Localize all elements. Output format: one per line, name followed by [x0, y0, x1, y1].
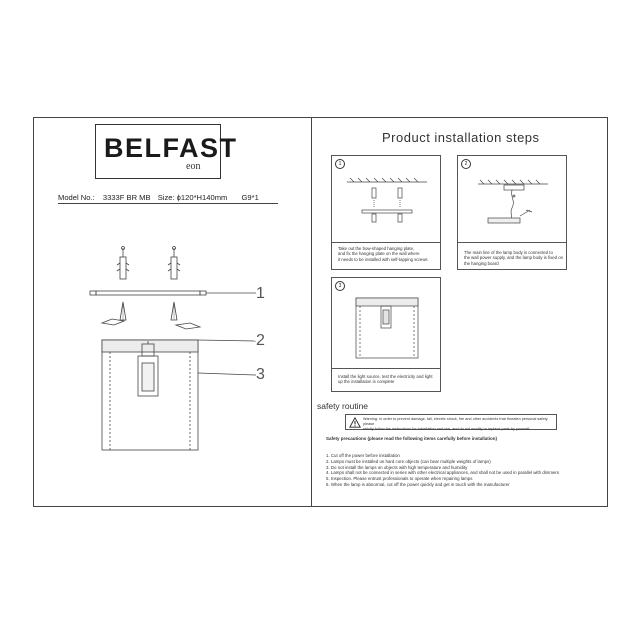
- list-item: 6. When the lamp is abnormal, cut off th…: [326, 481, 510, 487]
- page-title: Product installation steps: [382, 130, 540, 145]
- list-item: 5. Inspection. Please entrust profession…: [326, 476, 473, 482]
- step-3-box: 3 Install the light source, test the ele…: [331, 277, 441, 392]
- screw-left: [119, 301, 127, 321]
- step-1-box: 1 Take out the bow-shaped hanging plate,…: [331, 155, 441, 270]
- list-item: 1. Cut off the power before installation: [326, 453, 400, 458]
- warning-text: Warning: in order to prevent damage, fal…: [363, 417, 549, 431]
- safety-precautions-heading: Safety precautions (please read the foll…: [326, 436, 498, 441]
- callout-1: 1: [256, 285, 265, 302]
- wall-anchor-left: [116, 246, 130, 280]
- step-1-number: 1: [335, 159, 345, 169]
- model-number: 3333F BR MB: [102, 193, 151, 202]
- safety-title: safety routine: [317, 401, 369, 411]
- model-underline: [58, 203, 278, 204]
- callout-3: 3: [256, 366, 265, 383]
- warning-box: Warning: in order to prevent damage, fal…: [345, 414, 557, 431]
- step-2-box: 2 The main line of the lamp body is conn…: [457, 155, 567, 270]
- mounting-plate: [95, 290, 201, 296]
- brand-logo: BELFAST eon: [95, 124, 236, 179]
- screwdriver-right: [174, 322, 202, 330]
- screwdriver-left: [100, 318, 126, 326]
- safety-rules-list: 1. Cut off the power before installation…: [326, 453, 559, 488]
- warning-triangle-icon: [349, 417, 361, 428]
- step-2-diagram: [478, 179, 548, 224]
- lamp-body: [101, 339, 199, 451]
- brand-name: BELFAST: [104, 133, 238, 163]
- step-2-text: The main line of the lamp body is connec…: [464, 250, 564, 266]
- callout-2: 2: [256, 332, 265, 349]
- list-item: 2. Lamps must be installed on hard core …: [326, 458, 491, 464]
- step-3-text: Install the light source, test the elect…: [338, 374, 433, 385]
- lamp-exploded-drawing: [89, 246, 257, 451]
- list-item: 3. Do not install the lamps on objects w…: [326, 464, 468, 470]
- step-3-number: 3: [335, 281, 345, 291]
- model-size: Size: ϕ120*H140mm: [157, 193, 228, 202]
- step-2-number: 2: [461, 159, 471, 169]
- step-1-diagram: [347, 177, 427, 223]
- step-3-diagram: [355, 297, 419, 359]
- model-label: Model No.:: [58, 193, 95, 202]
- screw-right: [170, 301, 178, 321]
- wall-anchor-right: [167, 246, 181, 280]
- list-item: 4. Lamps shall not be connected in serie…: [326, 470, 560, 476]
- instruction-sheet: [33, 117, 608, 507]
- step-1-text: Take out the bow-shaped hanging plate, a…: [338, 246, 428, 262]
- brand-sub: eon: [186, 161, 201, 172]
- model-bulb: G9*1: [241, 193, 259, 202]
- model-info: Model No.: 3333F BR MB Size: ϕ120*H140mm…: [58, 193, 278, 202]
- page-divider: [311, 117, 312, 507]
